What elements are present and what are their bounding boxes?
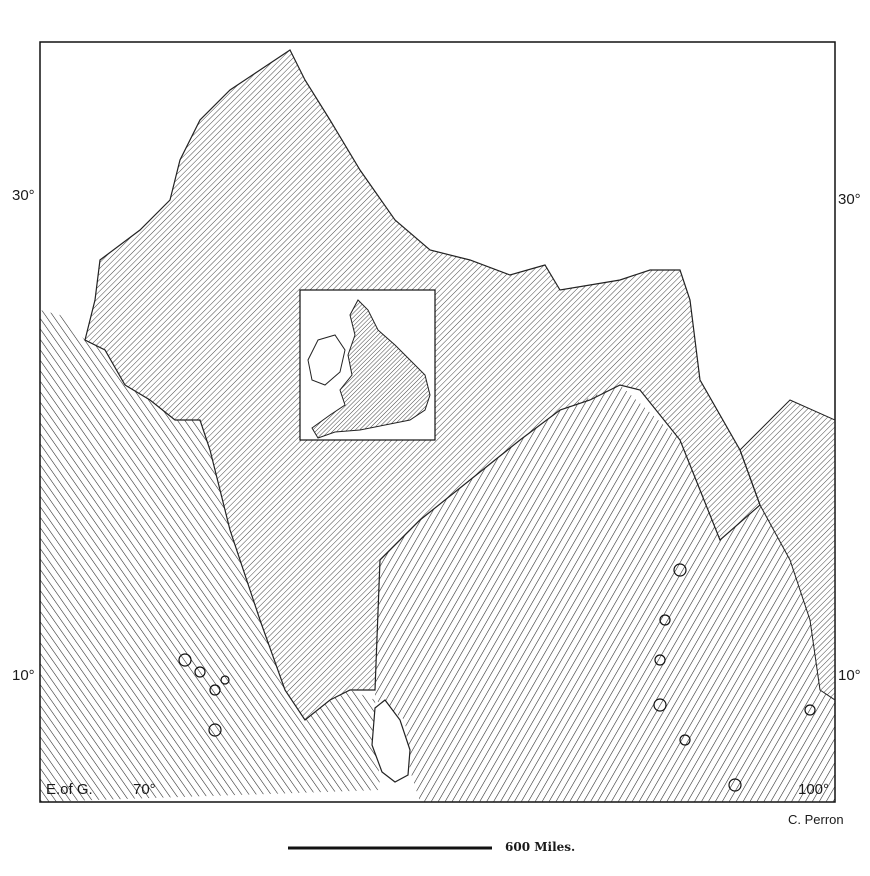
bay-of-bengal [375, 385, 835, 802]
scale-label: 600 Miles. [505, 840, 576, 854]
burma-coast [739, 399, 835, 701]
andaman-islands [653, 563, 816, 792]
lat-30-right-label: 30° [838, 191, 861, 208]
arabian-sea [40, 310, 380, 802]
laccadive-islands [178, 653, 230, 737]
england-inset [311, 299, 431, 439]
lon-70-label: 70° [133, 781, 156, 798]
lon-100-label: 100° [798, 781, 830, 798]
lat-30-left-label: 30° [12, 187, 35, 204]
sri-lanka [371, 699, 411, 783]
map-credit: C. Perron [788, 812, 844, 827]
lat-10-right-label: 10° [838, 667, 861, 684]
lat-10-left-label: 10° [12, 667, 35, 684]
ireland-inset [307, 334, 346, 386]
greenwich-label: E.of G. [46, 781, 93, 798]
